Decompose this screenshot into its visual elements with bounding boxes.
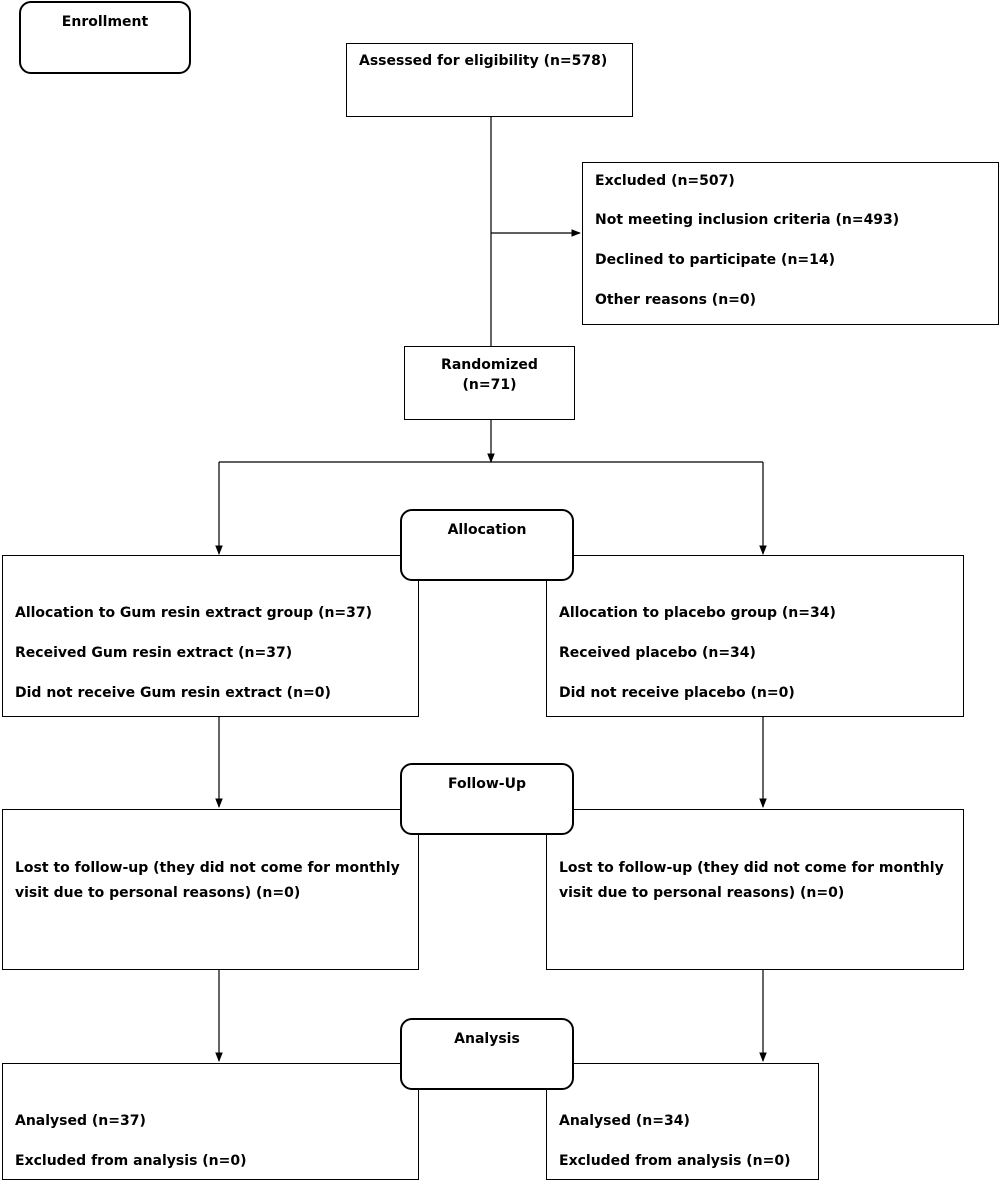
- allocation-left-line: Received Gum resin extract (n=37): [15, 645, 293, 661]
- stage-label: Analysis: [454, 1031, 520, 1047]
- stage-analysis: Analysis: [400, 1018, 574, 1090]
- stage-label: Enrollment: [61, 14, 149, 30]
- randomized-count: (n=71): [462, 377, 517, 393]
- followup-left-box: Lost to follow-up (they did not come for…: [2, 809, 419, 970]
- allocation-left-line: Allocation to Gum resin extract group (n…: [15, 605, 373, 621]
- excluded-box: Excluded (n=507) Not meeting inclusion c…: [582, 162, 999, 325]
- followup-left-text: Lost to follow-up (they did not come for…: [15, 860, 400, 901]
- stage-enrollment: Enrollment: [19, 1, 191, 74]
- assessed-box: Assessed for eligibility (n=578): [346, 43, 633, 117]
- randomized-label: Randomized: [441, 357, 538, 373]
- excluded-reason: Not meeting inclusion criteria (n=493): [595, 212, 900, 228]
- allocation-right-box: Allocation to placebo group (n=34) Recei…: [546, 555, 964, 717]
- analysis-right-line: Analysed (n=34): [559, 1113, 690, 1129]
- analysis-left-box: Analysed (n=37) Excluded from analysis (…: [2, 1063, 419, 1180]
- stage-label: Allocation: [447, 522, 527, 538]
- allocation-left-box: Allocation to Gum resin extract group (n…: [2, 555, 419, 717]
- allocation-left-line: Did not receive Gum resin extract (n=0): [15, 685, 331, 701]
- analysis-left-line: Excluded from analysis (n=0): [15, 1153, 247, 1169]
- excluded-title: Excluded (n=507): [595, 173, 735, 189]
- excluded-reason: Declined to participate (n=14): [595, 252, 836, 268]
- allocation-right-line: Did not receive placebo (n=0): [559, 685, 795, 701]
- stage-follow-up: Follow-Up: [400, 763, 574, 835]
- randomized-box: Randomized (n=71): [404, 346, 575, 420]
- followup-right-box: Lost to follow-up (they did not come for…: [546, 809, 964, 970]
- analysis-left-line: Analysed (n=37): [15, 1113, 146, 1129]
- assessed-label: Assessed for eligibility (n=578): [359, 53, 608, 69]
- allocation-right-line: Received placebo (n=34): [559, 645, 756, 661]
- excluded-reason: Other reasons (n=0): [595, 292, 757, 308]
- stage-label: Follow-Up: [448, 776, 526, 792]
- stage-allocation: Allocation: [400, 509, 574, 581]
- allocation-right-line: Allocation to placebo group (n=34): [559, 605, 836, 621]
- analysis-right-line: Excluded from analysis (n=0): [559, 1153, 791, 1169]
- analysis-right-box: Analysed (n=34) Excluded from analysis (…: [546, 1063, 819, 1180]
- followup-right-text: Lost to follow-up (they did not come for…: [559, 860, 944, 901]
